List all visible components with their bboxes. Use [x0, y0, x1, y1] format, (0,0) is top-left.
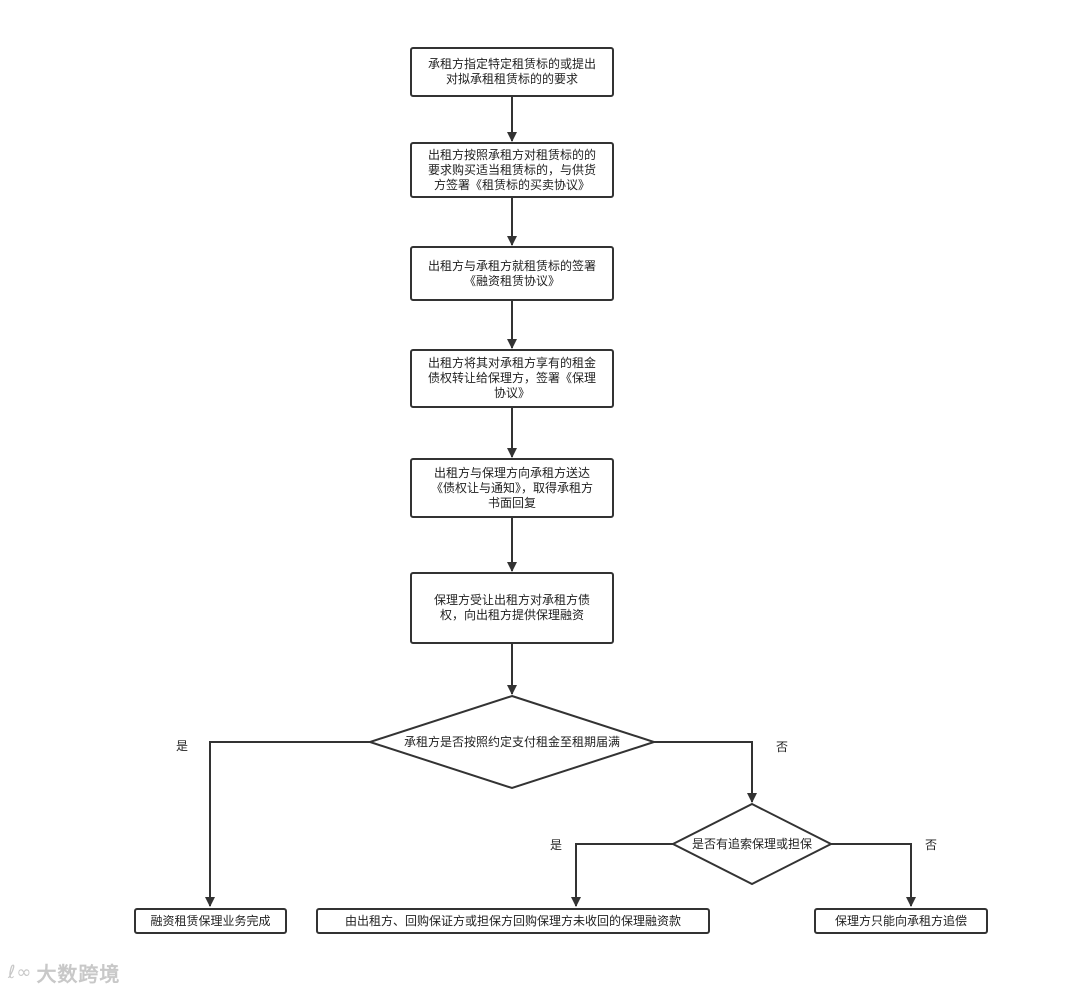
edge-d2-no — [831, 843, 916, 907]
edge-label-d1-yes: 是 — [176, 739, 189, 753]
edge-label-d1-no: 否 — [776, 740, 789, 754]
edge-label-d2-yes: 是 — [550, 838, 563, 852]
edge-d1-no — [654, 741, 757, 803]
end-box-buyback: 由出租方、回购保证方或担保方回购保理方未收回的保理融资款 — [316, 908, 710, 934]
process-box-factoring-financing: 保理方受让出租方对承租方债 权，向出租方提供保理融资 — [410, 572, 614, 644]
process-box-purchase-lease-object: 出租方按照承租方对租赁标的的 要求购买适当租赁标的，与供货 方签署《租赁标的买卖… — [410, 142, 614, 198]
edge-label-d2-no: 否 — [925, 838, 938, 852]
decision-label-recourse: 是否有追索保理或担保 — [691, 836, 812, 851]
process-box-send-assignment-notice: 出租方与保理方向承租方送达 《债权让与通知》，取得承租方 书面回复 — [410, 458, 614, 518]
decision-diamond-recourse — [670, 802, 834, 886]
end-box-business-complete: 融资租赁保理业务完成 — [134, 908, 287, 934]
edge-d2-yes — [571, 843, 673, 907]
process-box-specify-lease-object: 承租方指定特定租赁标的或提出 对拟承租租赁标的的要求 — [410, 47, 614, 97]
watermark: ℓ∞ 大数跨境 — [8, 958, 120, 987]
end-box-recover-from-lessee: 保理方只能向承租方追偿 — [814, 908, 988, 934]
edge-d1-yes — [205, 741, 370, 907]
process-box-transfer-rent-claim: 出租方将其对承租方享有的租金 债权转让给保理方，签署《保理 协议》 — [410, 349, 614, 408]
decision-diamond-rent-paid — [366, 694, 658, 790]
watermark-logo-icon: ℓ∞ — [8, 962, 33, 983]
process-box-sign-finance-lease: 出租方与承租方就租赁标的签署 《融资租赁协议》 — [410, 246, 614, 301]
decision-label-rent-paid: 承租方是否按照约定支付租金至租期届满 — [403, 734, 620, 749]
watermark-text: 大数跨境 — [36, 962, 121, 986]
